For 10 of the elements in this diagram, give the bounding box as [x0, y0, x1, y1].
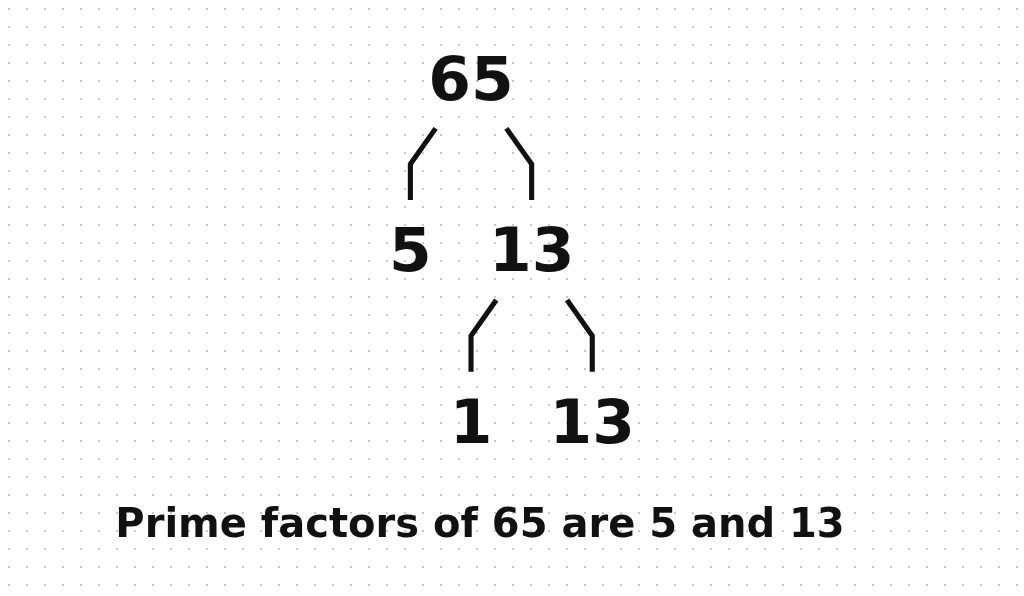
node-text: 13 — [488, 214, 575, 286]
connector — [504, 126, 535, 200]
node-text: 13 — [549, 385, 635, 458]
node-text: 65 — [428, 42, 514, 115]
connector — [407, 126, 438, 200]
connector — [564, 298, 595, 372]
node-text: 1 — [449, 385, 493, 458]
caption: Prime factors of 65 are 5 and 13 — [115, 500, 845, 546]
node-text: 5 — [389, 214, 432, 286]
connector — [468, 298, 499, 372]
